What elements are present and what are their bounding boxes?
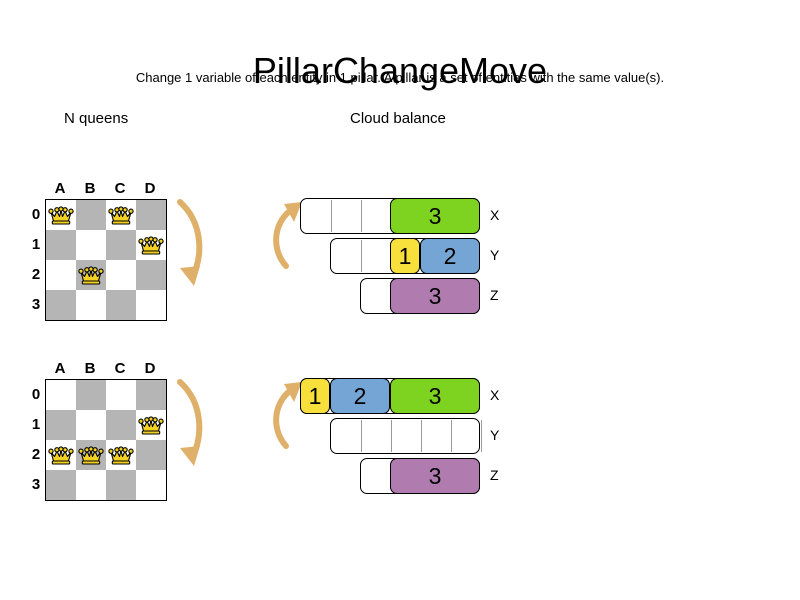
file-label-c: C: [114, 360, 126, 377]
capacity-tick: [361, 420, 362, 452]
process-block-3[interactable]: 3: [390, 458, 480, 494]
queen-icon: [78, 446, 104, 465]
board-cell-B1[interactable]: [76, 410, 106, 440]
process-block-3[interactable]: 3: [390, 198, 480, 234]
computer-label-x: X: [490, 387, 500, 403]
board-cell-A3[interactable]: [46, 470, 76, 500]
board-cell-A0[interactable]: [46, 200, 76, 230]
board-cell-C0[interactable]: [106, 200, 136, 230]
board-cell-C3[interactable]: [106, 470, 136, 500]
board-cell-A3[interactable]: [46, 290, 76, 320]
section-caption-nqueens: N queens: [64, 110, 129, 127]
chessboard-grid-after: 0 1 2 3: [32, 379, 167, 501]
process-block-1[interactable]: 1: [300, 378, 330, 414]
board-cell-A2[interactable]: [46, 260, 76, 290]
board-cell-C1[interactable]: [106, 410, 136, 440]
process-block-2[interactable]: 2: [330, 378, 390, 414]
queen-icon: [138, 236, 164, 255]
board-cell-D0[interactable]: [136, 380, 166, 410]
rank-label-1: 1: [31, 236, 41, 253]
board-cell-A0[interactable]: [46, 380, 76, 410]
board-cell-B0[interactable]: [76, 200, 106, 230]
board-cell-C1[interactable]: [106, 230, 136, 260]
rank-label-0: 0: [31, 206, 41, 223]
board-cell-C0[interactable]: [106, 380, 136, 410]
file-label-d: D: [144, 360, 156, 377]
board-cell-D1[interactable]: [136, 230, 166, 260]
rank-label-2: 2: [31, 446, 41, 463]
board-cell-D0[interactable]: [136, 200, 166, 230]
file-label-a: A: [54, 360, 66, 377]
queen-icon: [138, 416, 164, 435]
board-cell-D3[interactable]: [136, 470, 166, 500]
file-label-d: D: [144, 180, 156, 197]
file-label-c: C: [114, 180, 126, 197]
board-cell-D2[interactable]: [136, 260, 166, 290]
queen-icon: [108, 446, 134, 465]
board-cell-A1[interactable]: [46, 230, 76, 260]
process-block-3[interactable]: 3: [390, 278, 480, 314]
computer-label-z: Z: [490, 287, 499, 303]
board-cell-B3[interactable]: [76, 290, 106, 320]
queen-icon: [48, 446, 74, 465]
board-cell-B3[interactable]: [76, 470, 106, 500]
curved-arrow-down-icon: [177, 379, 203, 466]
section-caption-cloud: Cloud balance: [350, 110, 446, 127]
board-cell-B0[interactable]: [76, 380, 106, 410]
page-subtitle: Change 1 variable of each entity in 1 pi…: [135, 70, 665, 85]
page-title: PillarChangeMove: [252, 50, 548, 92]
capacity-tick: [421, 420, 422, 452]
computer-capacity-track-y[interactable]: [330, 418, 482, 454]
capacity-tick: [451, 420, 452, 452]
board-cell-B1[interactable]: [76, 230, 106, 260]
board-cell-B2[interactable]: [76, 260, 106, 290]
computer-label-y: Y: [490, 427, 500, 443]
capacity-tick: [481, 420, 482, 452]
file-label-b: B: [84, 360, 96, 377]
rank-label-0: 0: [31, 386, 41, 403]
process-block-3[interactable]: 3: [390, 378, 480, 414]
board-cell-C2[interactable]: [106, 440, 136, 470]
rank-label-2: 2: [31, 266, 41, 283]
curved-arrow-up-icon: [273, 202, 302, 269]
queen-icon: [78, 266, 104, 285]
board-cell-C2[interactable]: [106, 260, 136, 290]
computer-label-z: Z: [490, 467, 499, 483]
file-label-a: A: [54, 180, 66, 197]
capacity-tick: [391, 420, 392, 452]
queen-icon: [108, 206, 134, 225]
capacity-tick: [331, 200, 332, 232]
capacity-tick: [361, 240, 362, 272]
board-cell-A1[interactable]: [46, 410, 76, 440]
process-block-2[interactable]: 2: [420, 238, 480, 274]
file-label-b: B: [84, 180, 96, 197]
board-cell-A2[interactable]: [46, 440, 76, 470]
file-label-row: A B C D: [45, 180, 165, 199]
file-label-row: A B C D: [45, 360, 165, 379]
computer-row-y: Y: [0, 418, 800, 454]
rank-label-3: 3: [31, 296, 41, 313]
queen-icon: [48, 206, 74, 225]
rank-label-1: 1: [31, 416, 41, 433]
board-cell-B2[interactable]: [76, 440, 106, 470]
board-cell-C3[interactable]: [106, 290, 136, 320]
board-cell-D2[interactable]: [136, 440, 166, 470]
board-cell-D1[interactable]: [136, 410, 166, 440]
rank-label-3: 3: [31, 476, 41, 493]
curved-arrow-up-icon: [273, 382, 302, 449]
process-block-1[interactable]: 1: [390, 238, 420, 274]
board-cell-D3[interactable]: [136, 290, 166, 320]
capacity-tick: [361, 200, 362, 232]
chessboard-grid-before: 0 1 2 3: [32, 199, 167, 321]
computer-label-x: X: [490, 207, 500, 223]
curved-arrow-down-icon: [177, 199, 203, 286]
computer-label-y: Y: [490, 247, 500, 263]
